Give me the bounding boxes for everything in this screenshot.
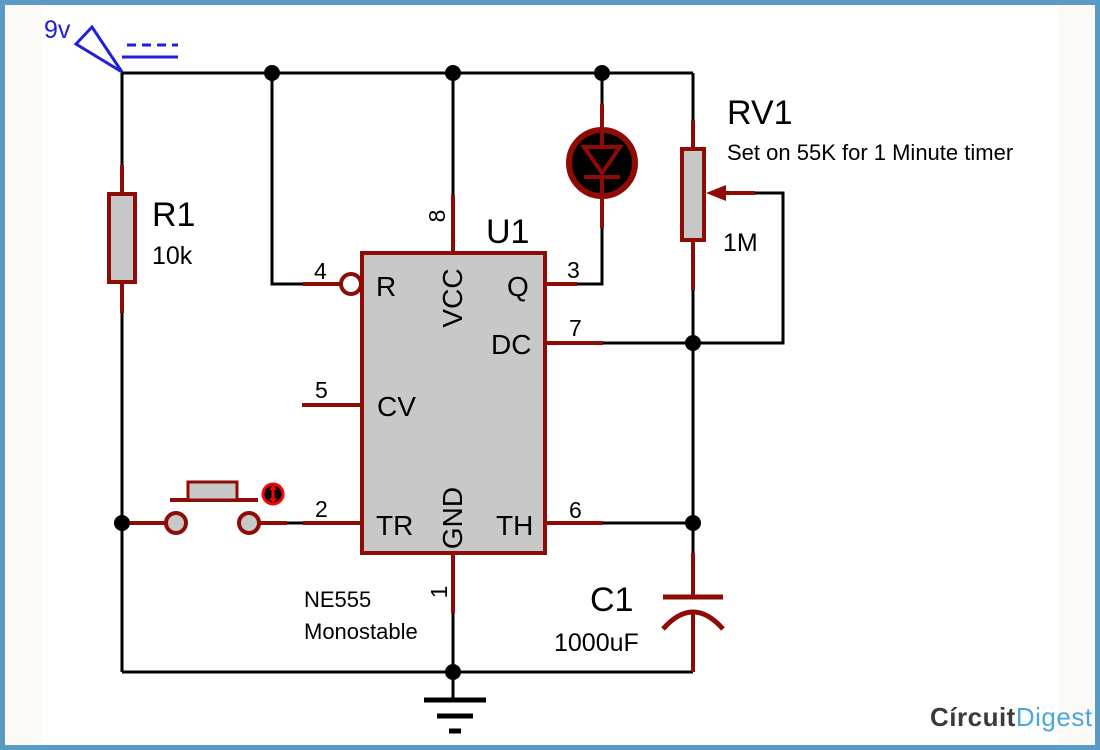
power-flag-icon (73, 24, 124, 74)
inverting-bubble (339, 272, 363, 296)
pin-name-tr: TR (376, 510, 413, 541)
pin-name-gnd: GND (437, 487, 468, 549)
c1-ref-label: C1 (590, 581, 633, 619)
capacitor-c1 (661, 523, 725, 672)
ground-symbol (424, 672, 486, 734)
r1-value-label: 10k (152, 242, 193, 270)
switch-terminal-right[interactable] (237, 511, 261, 535)
circuitdigest-logo: CírcuitDigest (930, 702, 1093, 733)
page-margin-right (1059, 5, 1095, 745)
button-cap[interactable] (186, 480, 239, 502)
u1-part-label: NE555 (304, 587, 371, 612)
ic-u1-ne555 (360, 251, 547, 555)
wiper-arrowhead (706, 185, 726, 201)
toggle-actuator-icon[interactable] (261, 482, 285, 506)
r1-ref-label: R1 (152, 196, 195, 234)
pin-number-2: 2 (315, 496, 328, 522)
junction-dots (114, 65, 701, 680)
rv1-note-label: Set on 55K for 1 Minute timer (727, 140, 1013, 165)
pin-name-cv: CV (377, 391, 416, 422)
resistor-r1 (107, 165, 137, 313)
page-margin-left (5, 5, 41, 745)
pin-number-4: 4 (314, 258, 327, 284)
power-label: 9v (44, 16, 71, 44)
logo-part-digest: Digest (1015, 702, 1093, 732)
pin-number-5: 5 (315, 377, 328, 403)
switch-terminal-left[interactable] (164, 511, 188, 535)
led-d1 (566, 127, 638, 199)
push-button-sw1[interactable] (130, 480, 261, 535)
pin-number-7: 7 (569, 315, 582, 341)
rv1-value-label: 1M (723, 229, 758, 257)
pin-name-vcc: VCC (437, 268, 468, 327)
u1-mode-label: Monostable (304, 619, 418, 644)
wire-dc (545, 341, 695, 523)
pin-name-reset: R (376, 271, 396, 302)
wire-reset-branch (270, 73, 363, 296)
pin-number-1: 1 (426, 586, 452, 599)
rv1-ref-label: RV1 (727, 94, 793, 132)
pin-name-dc: DC (491, 329, 531, 360)
pin-number-3: 3 (567, 257, 580, 283)
u1-ref-label: U1 (486, 213, 529, 251)
pin-number-8: 8 (424, 210, 450, 223)
logo-part-circuit: Círcuit (930, 702, 1016, 732)
potentiometer-rv1 (680, 73, 785, 345)
pin-name-q: Q (507, 271, 529, 302)
power-source-symbol (73, 24, 178, 74)
pin-name-th: TH (496, 510, 533, 541)
wire-led-branch (545, 73, 604, 286)
pin-number-6: 6 (569, 497, 582, 523)
c1-value-label: 1000uF (554, 629, 639, 657)
